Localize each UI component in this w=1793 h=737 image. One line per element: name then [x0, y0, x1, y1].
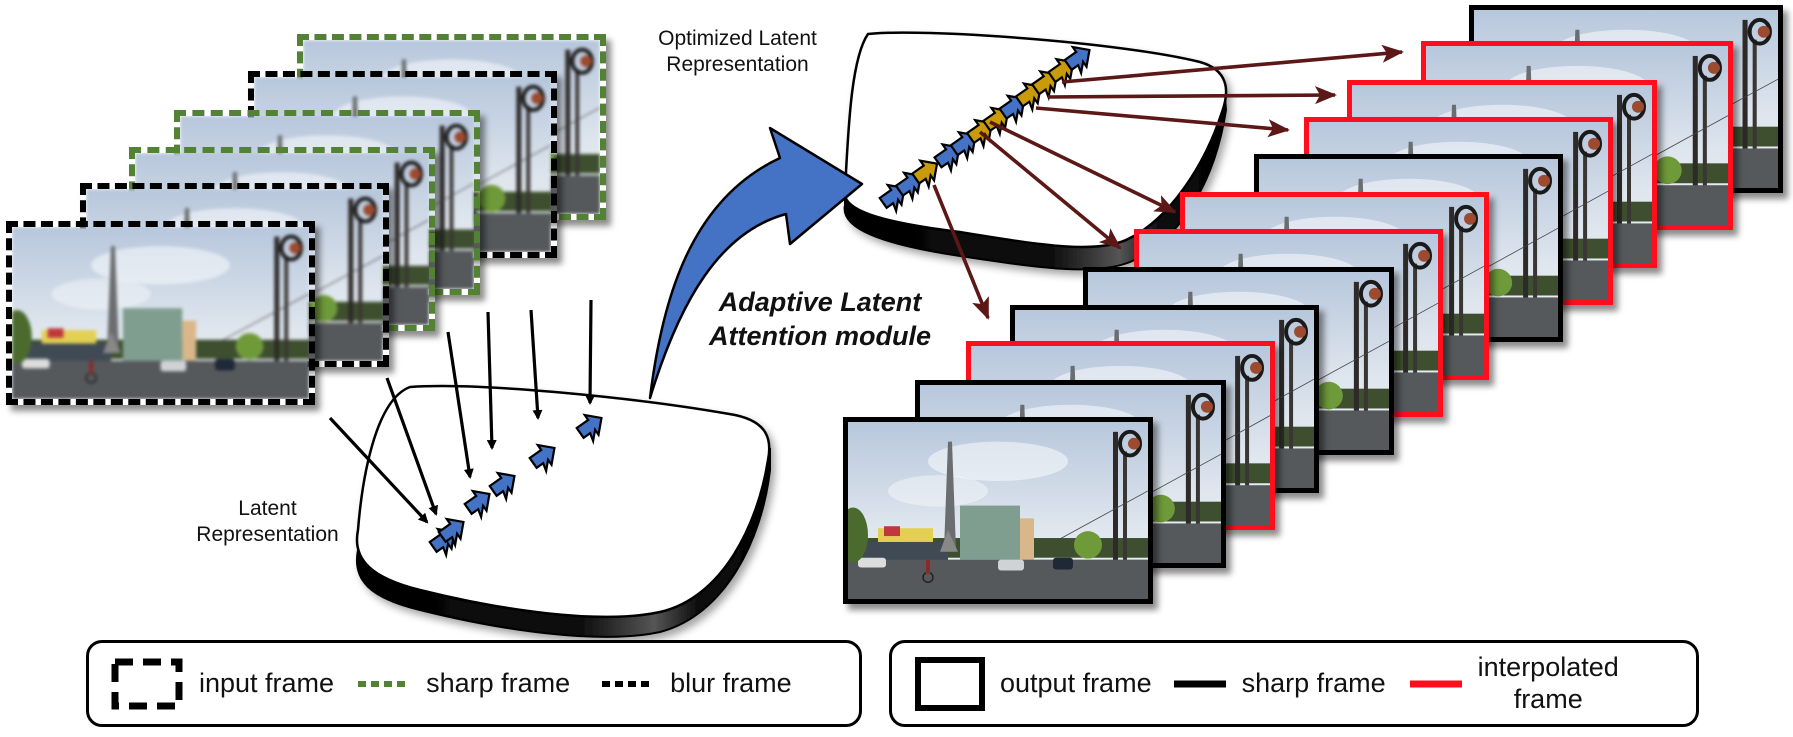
- optimized-token: [1014, 82, 1042, 114]
- optimized-token: [878, 183, 906, 216]
- input-arrows: [328, 299, 596, 524]
- latent-plate-top: [355, 384, 771, 619]
- sharp-frame-swatch-icon: [358, 680, 411, 687]
- attention-module-label: Adaptive Latent Attention module: [709, 287, 931, 351]
- frame-image: [848, 422, 1148, 599]
- legend-output: output frame sharp frame interpolated fr…: [889, 640, 1699, 727]
- legend-input-frame-label: input frame: [199, 667, 335, 698]
- latent-token: [488, 471, 516, 504]
- input-arrow: [585, 299, 596, 405]
- legend-blur-frame-label: blur frame: [670, 667, 792, 698]
- optimized-token: [894, 171, 923, 203]
- attention-module-arrow: [648, 126, 864, 400]
- optimized-token: [910, 159, 939, 191]
- sharp-output-frame: [843, 417, 1153, 604]
- legend-sharp-frame-label: sharp frame: [426, 667, 571, 698]
- latent-token: [437, 517, 465, 550]
- output-frame-swatch-icon: [915, 656, 985, 711]
- optimized-token: [949, 130, 977, 163]
- legend-output-sharp-label: sharp frame: [1241, 667, 1386, 698]
- input-arrow: [328, 416, 429, 524]
- optimized-token: [998, 94, 1026, 126]
- latent-tokens: [428, 413, 603, 560]
- latent-token: [463, 489, 491, 522]
- legend-interpolated-label: interpolated frame: [1477, 652, 1619, 714]
- latent-label: Latent Representation: [196, 497, 339, 547]
- input-arrow: [385, 377, 438, 516]
- interpolated-swatch-icon: [1409, 680, 1462, 687]
- input-arrow: [446, 331, 474, 479]
- legend-input: input frame sharp frame blur frame: [86, 640, 862, 727]
- optimized-latent-label: Optimized Latent Representation: [658, 27, 817, 77]
- input-frame-swatch-icon: [111, 658, 183, 709]
- optimized-token: [1030, 69, 1059, 102]
- legend-output-frame-label: output frame: [1000, 667, 1152, 698]
- latent-plate: [355, 384, 771, 638]
- optimized-token: [933, 142, 961, 175]
- input-frame: [6, 221, 315, 405]
- input-arrow: [486, 311, 497, 450]
- latent-token: [575, 413, 603, 446]
- sharp-output-swatch-icon: [1173, 680, 1226, 687]
- latent-token: [528, 443, 556, 476]
- input-arrow: [529, 309, 543, 420]
- frame-image: [12, 227, 309, 399]
- blur-frame-swatch-icon: [602, 680, 655, 687]
